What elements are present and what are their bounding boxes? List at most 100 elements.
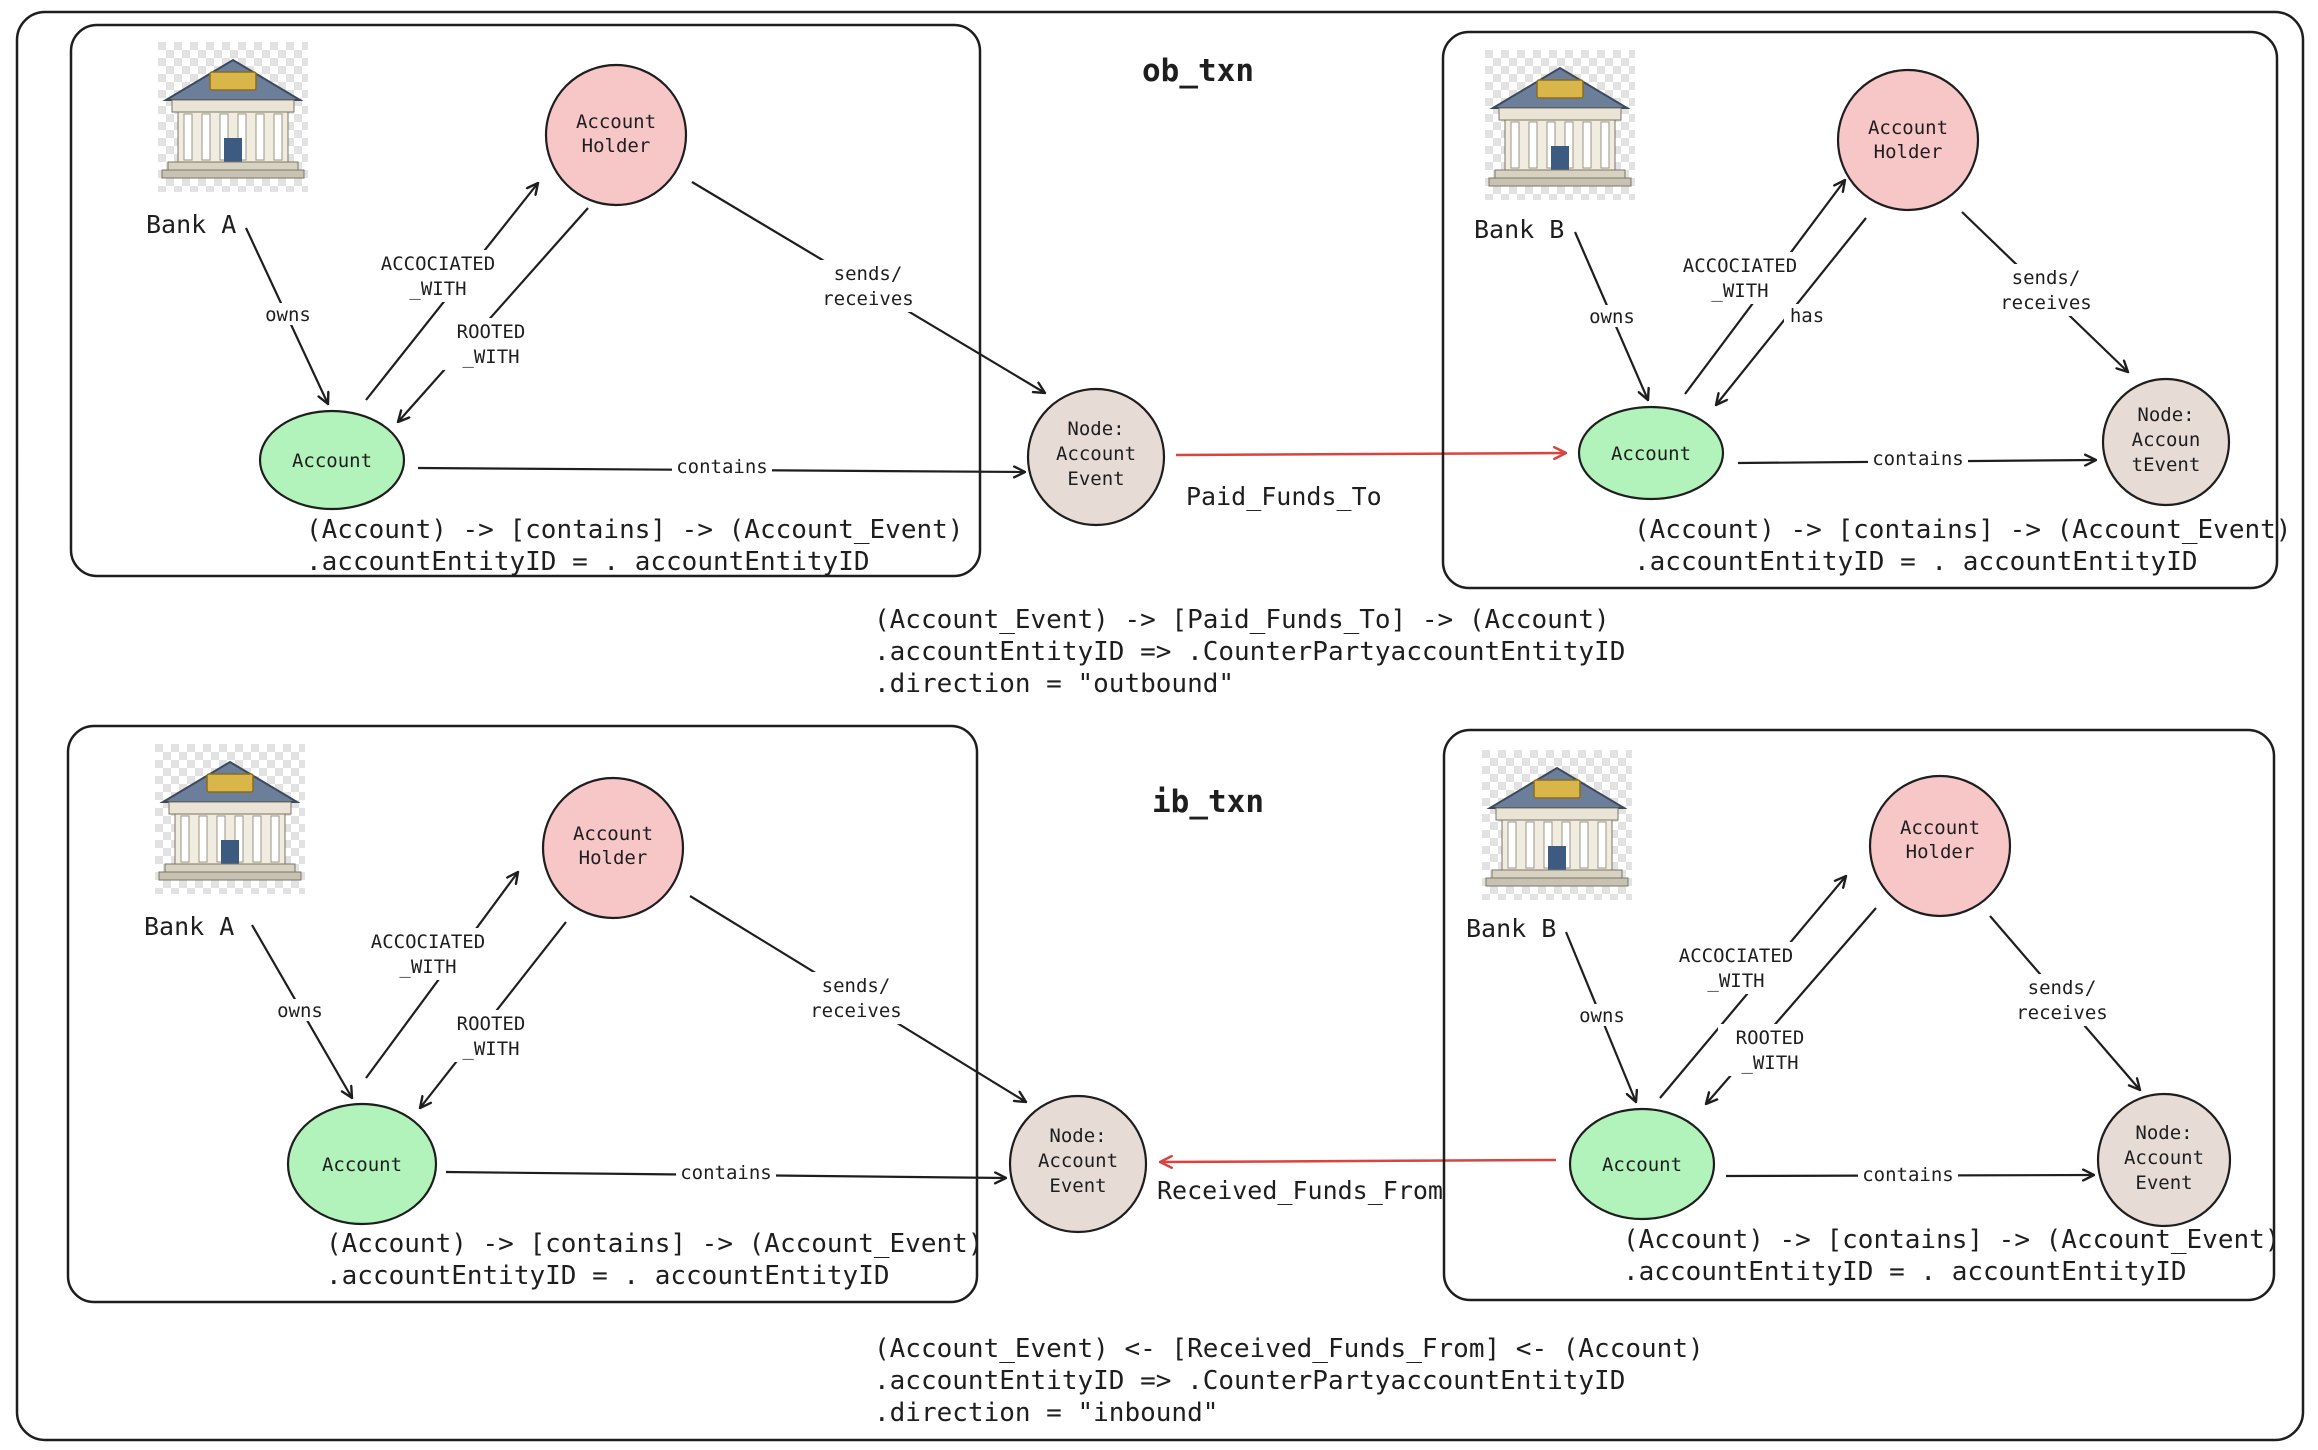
received-funds-from-label: Received_Funds_From — [1157, 1176, 1443, 1205]
owns-label: owns — [277, 1000, 323, 1022]
account-event-node-ob — [1026, 387, 1166, 527]
sends-label-1: sends/ — [822, 975, 891, 997]
bank-a-icon-ob — [157, 41, 309, 193]
account-node-a-ib — [286, 1102, 438, 1226]
bank-a-label-ib: Bank A — [144, 912, 234, 941]
paid-funds-to-label: Paid_Funds_To — [1186, 482, 1382, 511]
received-funds-from-edge — [1160, 1160, 1557, 1162]
event-line2: Account — [1056, 443, 1136, 465]
cross-rule-ob-2: .accountEntityID => .CounterPartyaccount… — [874, 637, 1625, 667]
outer-frame — [15, 10, 2305, 1442]
bank-a-icon-ib — [154, 743, 306, 895]
contains-label: contains — [1862, 1164, 1954, 1186]
bank-b-panel-ob — [1441, 30, 2279, 590]
sends-label-1: sends/ — [2012, 267, 2081, 289]
sends-label-2: receives — [822, 288, 914, 310]
section-title-ib: ib_txn — [1152, 784, 1264, 820]
rooted-label-1: ROOTED — [457, 1013, 526, 1035]
holder-line1: Account — [1900, 817, 1980, 839]
account-event-node-ib — [1008, 1094, 1148, 1234]
holder-line2: Holder — [579, 847, 648, 869]
event-line2: Account — [2124, 1147, 2204, 1169]
cross-rule-ob-1: (Account_Event) -> [Paid_Funds_To] -> (A… — [874, 605, 1610, 635]
cross-rule-ob-3: .direction = "outbound" — [874, 669, 1234, 699]
sends-label-2: receives — [2016, 1002, 2108, 1024]
holder-line2: Holder — [1906, 841, 1975, 863]
account-holder-node-b-ib — [1868, 774, 2012, 918]
account-label: Account — [322, 1154, 402, 1176]
sends-label-2: receives — [2000, 292, 2092, 314]
account-holder-node-a-ib — [541, 776, 685, 920]
rule-line-2: .accountEntityID = . accountEntityID — [306, 547, 870, 577]
bank-b-icon-ob — [1484, 49, 1636, 201]
bank-a-label-ob: Bank A — [146, 210, 236, 239]
assoc-label-2: _WITH — [1711, 280, 1768, 302]
event-line3: Event — [1067, 468, 1124, 490]
contains-label: contains — [680, 1162, 772, 1184]
rooted-label-1: ROOTED — [1736, 1027, 1805, 1049]
holder-line1: Account — [576, 111, 656, 133]
account-holder-node-b-ob — [1836, 68, 1980, 212]
event-line1: Node: — [2137, 404, 2194, 426]
cross-rule-ib-3: .direction = "inbound" — [874, 1398, 1218, 1428]
event-line3: tEvent — [2132, 454, 2201, 476]
assoc-label-1: ACCOCIATED — [371, 931, 485, 953]
account-node-b-ib — [1568, 1107, 1716, 1221]
rooted-with-edge — [398, 207, 589, 422]
rule-line-2: .accountEntityID = . accountEntityID — [1634, 547, 2198, 577]
event-line3: Event — [1049, 1175, 1106, 1197]
owns-label: owns — [265, 304, 311, 326]
sends-label-1: sends/ — [834, 263, 903, 285]
sends-label-1: sends/ — [2028, 977, 2097, 999]
assoc-label-1: ACCOCIATED — [1679, 945, 1793, 967]
bank-b-label-ib: Bank B — [1466, 914, 1556, 943]
sends-label-2: receives — [810, 1000, 902, 1022]
rooted-label-2: _WITH — [462, 1038, 519, 1060]
holder-line2: Holder — [582, 135, 651, 157]
owns-label: owns — [1589, 306, 1635, 328]
rule-line-1: (Account) -> [contains] -> (Account_Even… — [306, 515, 963, 545]
cross-rule-ib-2: .accountEntityID => .CounterPartyaccount… — [874, 1366, 1625, 1396]
bank-b-icon-ib — [1481, 749, 1633, 901]
contains-label: contains — [676, 456, 768, 478]
account-label: Account — [1602, 1154, 1682, 1176]
account-event-node-b-ob — [2101, 377, 2231, 507]
event-line2: Accoun — [2132, 429, 2201, 451]
bank-a-panel-ib — [66, 724, 979, 1304]
rule-line-2: .accountEntityID = . accountEntityID — [1623, 1257, 2187, 1287]
rooted-label-2: _WITH — [1741, 1052, 1798, 1074]
holder-line1: Account — [573, 823, 653, 845]
bank-b-label-ob: Bank B — [1474, 215, 1564, 244]
contains-label: contains — [1872, 448, 1964, 470]
rule-line-1: (Account) -> [contains] -> (Account_Even… — [1623, 1225, 2280, 1255]
rule-line-1: (Account) -> [contains] -> (Account_Even… — [1634, 515, 2291, 545]
assoc-label-1: ACCOCIATED — [381, 253, 495, 275]
rooted-label-1: ROOTED — [457, 321, 526, 343]
owns-label: owns — [1579, 1005, 1625, 1027]
event-line1: Node: — [2135, 1122, 2192, 1144]
bank-b-panel-ib — [1442, 728, 2276, 1302]
rooted-label-2: _WITH — [462, 346, 519, 368]
event-line3: Event — [2135, 1172, 2192, 1194]
section-title-ob: ob_txn — [1142, 53, 1254, 89]
bank-a-panel-ob — [69, 23, 982, 578]
account-label: Account — [292, 450, 372, 472]
event-line1: Node: — [1049, 1125, 1106, 1147]
rule-line-1: (Account) -> [contains] -> (Account_Even… — [326, 1229, 983, 1259]
account-event-node-b-ib — [2096, 1092, 2232, 1228]
assoc-label-1: ACCOCIATED — [1683, 255, 1797, 277]
paid-funds-to-edge — [1175, 453, 1566, 455]
holder-line1: Account — [1868, 117, 1948, 139]
assoc-label-2: _WITH — [409, 278, 466, 300]
account-label: Account — [1611, 443, 1691, 465]
assoc-label-2: _WITH — [1707, 970, 1764, 992]
rule-line-2: .accountEntityID = . accountEntityID — [326, 1261, 890, 1291]
has-label: has — [1790, 305, 1824, 327]
account-holder-node-a-ob — [544, 63, 688, 207]
event-line1: Node: — [1067, 418, 1124, 440]
account-node-a-ob — [258, 409, 406, 511]
account-node-b-ob — [1577, 405, 1725, 501]
event-line2: Account — [1038, 1150, 1118, 1172]
cross-rule-ib-1: (Account_Event) <- [Received_Funds_From]… — [874, 1334, 1704, 1364]
